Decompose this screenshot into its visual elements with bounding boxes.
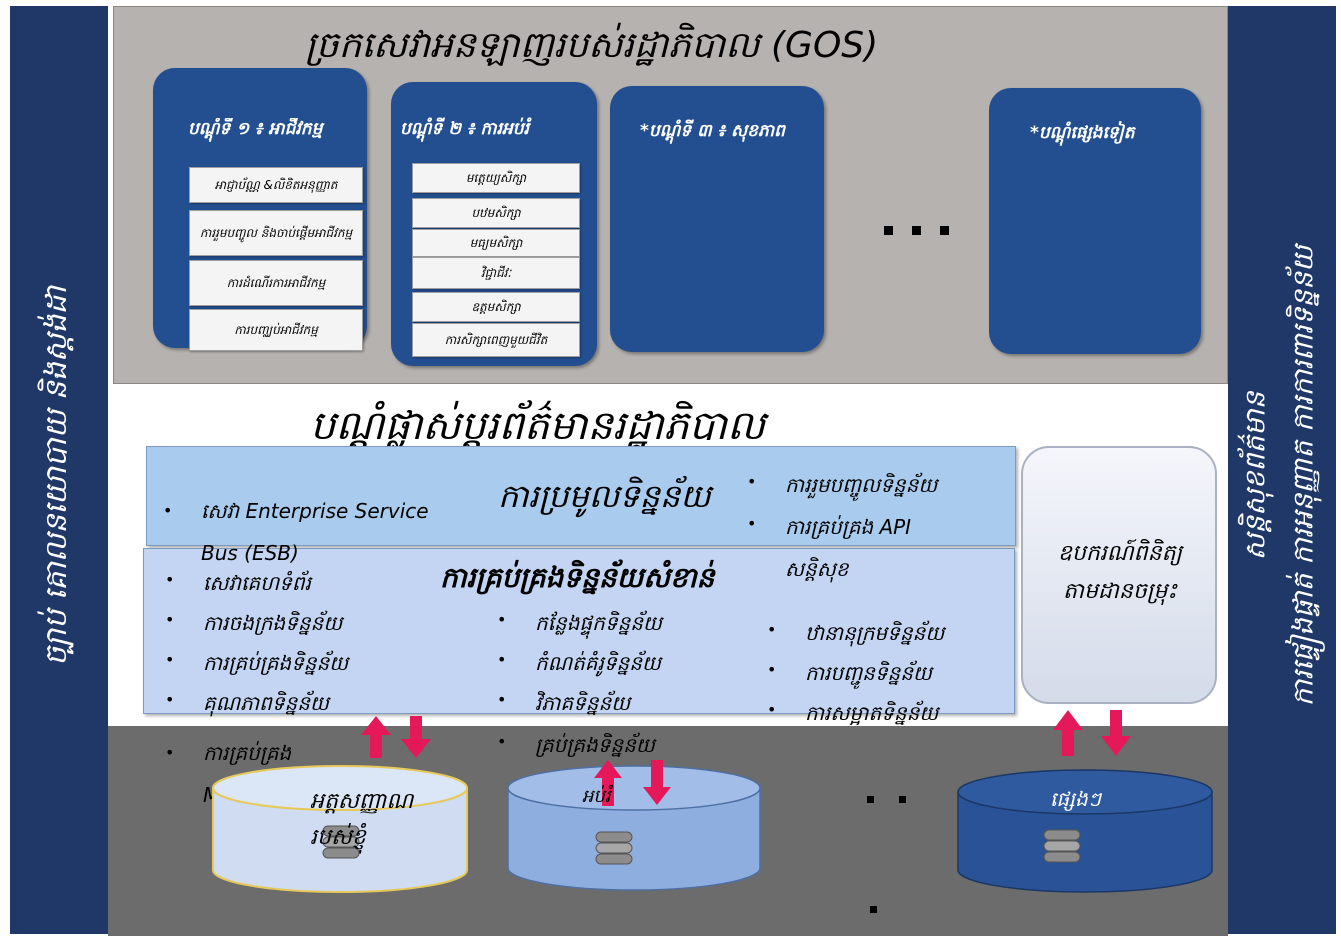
card-health xyxy=(610,86,824,352)
integration-item-esb: សេវា Enterprise Service Bus (ESB) xyxy=(163,490,461,574)
monitoring-tool-label: ឧបករណ៍ពិនិត្យតាមដានចម្រុះ xyxy=(1057,541,1183,604)
database-icon xyxy=(322,825,360,859)
education-item-kindergarten: មត្តេយ្យសិក្សា xyxy=(412,163,580,193)
arrow-down-icon xyxy=(643,760,671,805)
db-other-label: ផ្សេងៗ xyxy=(1050,787,1101,811)
business-item-license: អាជ្ញាប័ណ្ណ &លិខិតអនុញ្ញាត xyxy=(189,167,363,203)
arrow-pair-identity xyxy=(361,716,431,758)
card-other-title: *បណ្តុំផ្សេងទៀត xyxy=(1030,123,1135,143)
ellipsis-dot xyxy=(940,226,949,235)
arrow-up-icon xyxy=(1053,710,1083,756)
database-icon xyxy=(595,831,633,865)
mgmt-col2-item: កំណត់គំរូទិន្នន័យ xyxy=(497,650,661,680)
card-other xyxy=(989,88,1201,354)
ellipsis-dot xyxy=(884,226,893,235)
ellipsis-dot xyxy=(912,226,921,235)
business-item-operate: ការដំណើរការអាជីវកម្ម xyxy=(189,260,363,306)
mgmt-col2-item: វិភាគទិន្នន័យ xyxy=(497,690,630,720)
mgmt-col3-item: ការសម្អាតទិន្នន័យ xyxy=(767,700,938,730)
db-identity-label: អត្តសញ្ញាណរបស់ខ្ញុំ xyxy=(310,789,414,850)
ellipsis-dot xyxy=(899,796,906,803)
mgmt-col3-item: ឋានានុក្រមទិន្នន័យ xyxy=(767,620,944,650)
right-security-bar: សន្តិសុខព័ត៌មាន ការផ្ទៀងផ្ទាត់ ការអនុញ្ញ… xyxy=(1228,6,1336,934)
db-education xyxy=(507,765,761,891)
arrow-up-icon xyxy=(594,760,622,806)
ellipsis-dot xyxy=(867,796,874,803)
ellipsis-dot xyxy=(870,906,877,913)
exchange-title: បណ្តុំផ្លាស់ប្តូរព័ត៌មានរដ្ឋាភិបាល xyxy=(310,403,766,449)
integration-label: ការប្រមូលទិន្នន័យ xyxy=(498,477,711,515)
mgmt-col3-item: ការបញ្ជូនទិន្នន័យ xyxy=(767,660,932,690)
gos-title: ច្រកសេវាអនឡាញរបស់រដ្ឋាភិបាល (GOS) xyxy=(305,25,879,66)
arrow-down-icon xyxy=(401,716,431,758)
business-item-start: ការរួមបញ្ចូល និងចាប់ផ្តើមអាជីវកម្ម xyxy=(189,210,363,256)
arrow-pair-education xyxy=(594,760,671,806)
monitoring-tool-box xyxy=(1021,446,1217,704)
mgmt-col1-item: គុណភាពទិន្នន័យ xyxy=(165,690,329,720)
education-item-vocational: វិជ្ជាជីវៈ xyxy=(412,257,580,289)
education-item-higher: ឧត្តមសិក្សា xyxy=(412,292,580,322)
card-business-title: បណ្ដុំទី ១ ៖ អាជីវកម្ម xyxy=(188,119,323,139)
mgmt-col1-item: ការចងក្រងទិន្នន័យ xyxy=(165,610,342,640)
management-label: ការគ្រប់គ្រងទិន្នន័យសំខាន់ xyxy=(440,561,715,594)
db-education-label: អប់រំ xyxy=(582,786,611,807)
arrow-up-icon xyxy=(361,716,391,758)
integration-item-api: ការគ្រប់គ្រង API xyxy=(747,514,911,544)
card-education-title: បណ្ដុំទី ២ ៖ ការអប់រំ xyxy=(400,119,529,139)
mgmt-col1-item: ការគ្រប់គ្រងទិន្នន័យ xyxy=(165,650,348,680)
left-policy-bar: ច្បាប់ គោលនយោបាយ និងស្តង់ដា xyxy=(10,6,108,934)
card-health-title: *បណ្ដុំទី ៣ ៖ សុខភាព xyxy=(640,121,785,141)
mgmt-col1-item: សេវាគេហទំព័រ xyxy=(165,570,311,600)
education-item-secondary: មធ្យមសិក្សា xyxy=(412,229,580,257)
integration-item-security: សន្តិសុខ xyxy=(785,557,849,581)
db-other xyxy=(957,769,1213,893)
arrow-pair-other xyxy=(1053,710,1131,756)
education-item-primary: បឋមសិក្សា xyxy=(412,198,580,228)
mgmt-col2-item: កន្លែងផ្ទុកទិន្នន័យ xyxy=(497,610,662,640)
mgmt-col2-item: គ្រប់គ្រងទិន្នន័យ xyxy=(497,732,655,762)
business-item-close: ការបញ្ឈប់អាជីវកម្ម xyxy=(189,309,363,351)
integration-item-data: ការរួមបញ្ចូលទិន្នន័យ xyxy=(747,472,937,502)
database-icon xyxy=(1043,829,1081,863)
education-item-lifelong: ការសិក្សាពេញមួយជីវិត xyxy=(412,323,580,357)
arrow-down-icon xyxy=(1101,710,1131,756)
